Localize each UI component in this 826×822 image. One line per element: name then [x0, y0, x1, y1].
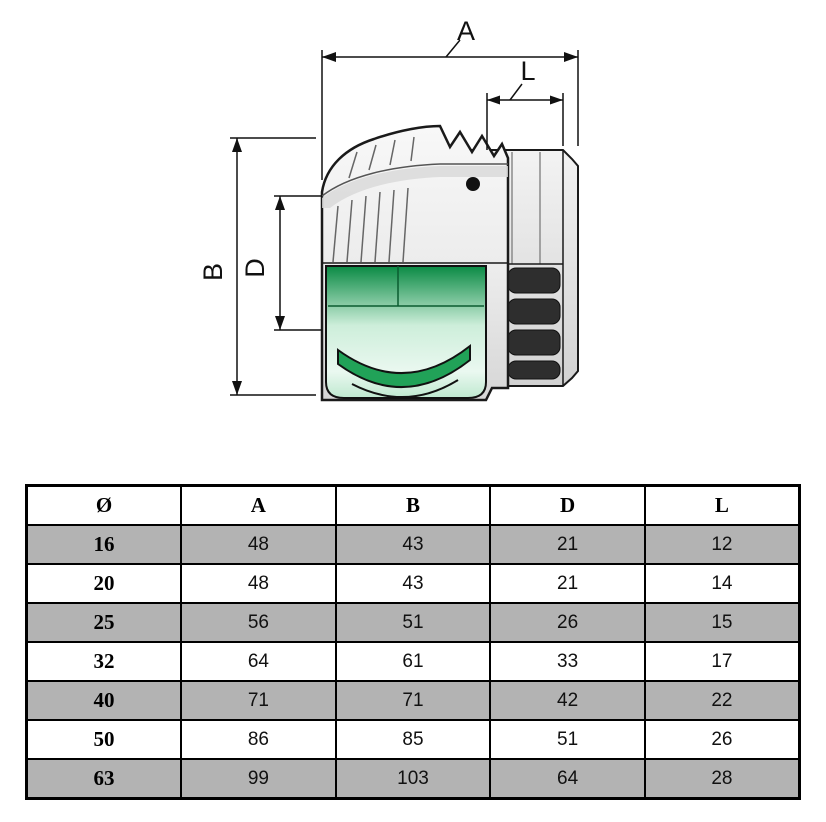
- cell-d: 64: [489, 758, 646, 800]
- col-header-diameter: Ø: [25, 484, 183, 526]
- cell-b: 61: [334, 641, 492, 682]
- cell-b: 43: [334, 563, 492, 604]
- col-header-a: A: [180, 484, 337, 526]
- fitting-technical-drawing: A L B D: [198, 16, 579, 402]
- thread-insert-bands: [507, 267, 561, 380]
- dimension-b: [230, 137, 316, 396]
- label-dim-a: A: [457, 16, 475, 46]
- cell-b: 71: [334, 680, 492, 721]
- col-header-b: B: [334, 484, 492, 526]
- green-insert: [325, 265, 487, 399]
- table-row-63: 63 99 103 64 28: [25, 758, 801, 800]
- table-row-25: 25 56 51 26 15: [25, 602, 801, 643]
- cell-d: 26: [489, 602, 646, 643]
- cell-diameter: 50: [25, 719, 183, 760]
- cell-diameter: 40: [25, 680, 183, 721]
- cell-d: 51: [489, 719, 646, 760]
- dimension-labels: A L B D: [198, 16, 536, 281]
- grip-ribs: [332, 136, 415, 263]
- cell-l: 28: [643, 758, 801, 800]
- green-swoosh-lower: [351, 379, 459, 399]
- cell-b: 43: [334, 524, 492, 565]
- cell-l: 12: [643, 524, 801, 565]
- cell-b: 51: [334, 602, 492, 643]
- cell-b: 85: [334, 719, 492, 760]
- cell-l: 17: [643, 641, 801, 682]
- cell-d: 21: [489, 563, 646, 604]
- cell-a: 99: [180, 758, 337, 800]
- cell-diameter: 16: [25, 524, 183, 565]
- cell-b: 103: [334, 758, 492, 800]
- dimension-d: [274, 195, 322, 331]
- table-row-32: 32 64 61 33 17: [25, 641, 801, 682]
- cell-l: 15: [643, 602, 801, 643]
- green-swoosh: [337, 343, 471, 389]
- fitting-cap: [320, 124, 510, 402]
- label-dim-d: D: [240, 258, 270, 278]
- cell-a: 71: [180, 680, 337, 721]
- dimension-lines: [230, 39, 579, 396]
- cell-a: 48: [180, 563, 337, 604]
- table-row-40: 40 71 71 42 22: [25, 680, 801, 721]
- table-row-16: 16 48 43 21 12: [25, 524, 801, 565]
- dimension-arrows: [232, 52, 578, 395]
- table-header-row: Ø A B D L: [25, 484, 801, 526]
- o-ring-dot: [466, 177, 480, 191]
- cell-d: 42: [489, 680, 646, 721]
- col-header-l: L: [643, 484, 801, 526]
- cell-l: 22: [643, 680, 801, 721]
- cell-l: 26: [643, 719, 801, 760]
- cell-diameter: 32: [25, 641, 183, 682]
- cell-a: 64: [180, 641, 337, 682]
- cell-diameter: 63: [25, 758, 183, 800]
- cell-a: 56: [180, 602, 337, 643]
- dimension-l: [486, 83, 564, 150]
- dimension-a: [321, 39, 579, 180]
- dimensions-table: Ø A B D L 16 48 43 21 12 20 48 43 21 14: [25, 484, 801, 800]
- cell-diameter: 20: [25, 563, 183, 604]
- cell-a: 48: [180, 524, 337, 565]
- cell-a: 86: [180, 719, 337, 760]
- cell-l: 14: [643, 563, 801, 604]
- table-row-50: 50 86 85 51 26: [25, 719, 801, 760]
- cell-d: 33: [489, 641, 646, 682]
- drawing-area: A L B D: [198, 16, 579, 402]
- col-header-d: D: [489, 484, 646, 526]
- cell-diameter: 25: [25, 602, 183, 643]
- label-dim-l: L: [520, 56, 535, 86]
- label-dim-b: B: [198, 263, 228, 281]
- cell-d: 21: [489, 524, 646, 565]
- table-row-20: 20 48 43 21 14: [25, 563, 801, 604]
